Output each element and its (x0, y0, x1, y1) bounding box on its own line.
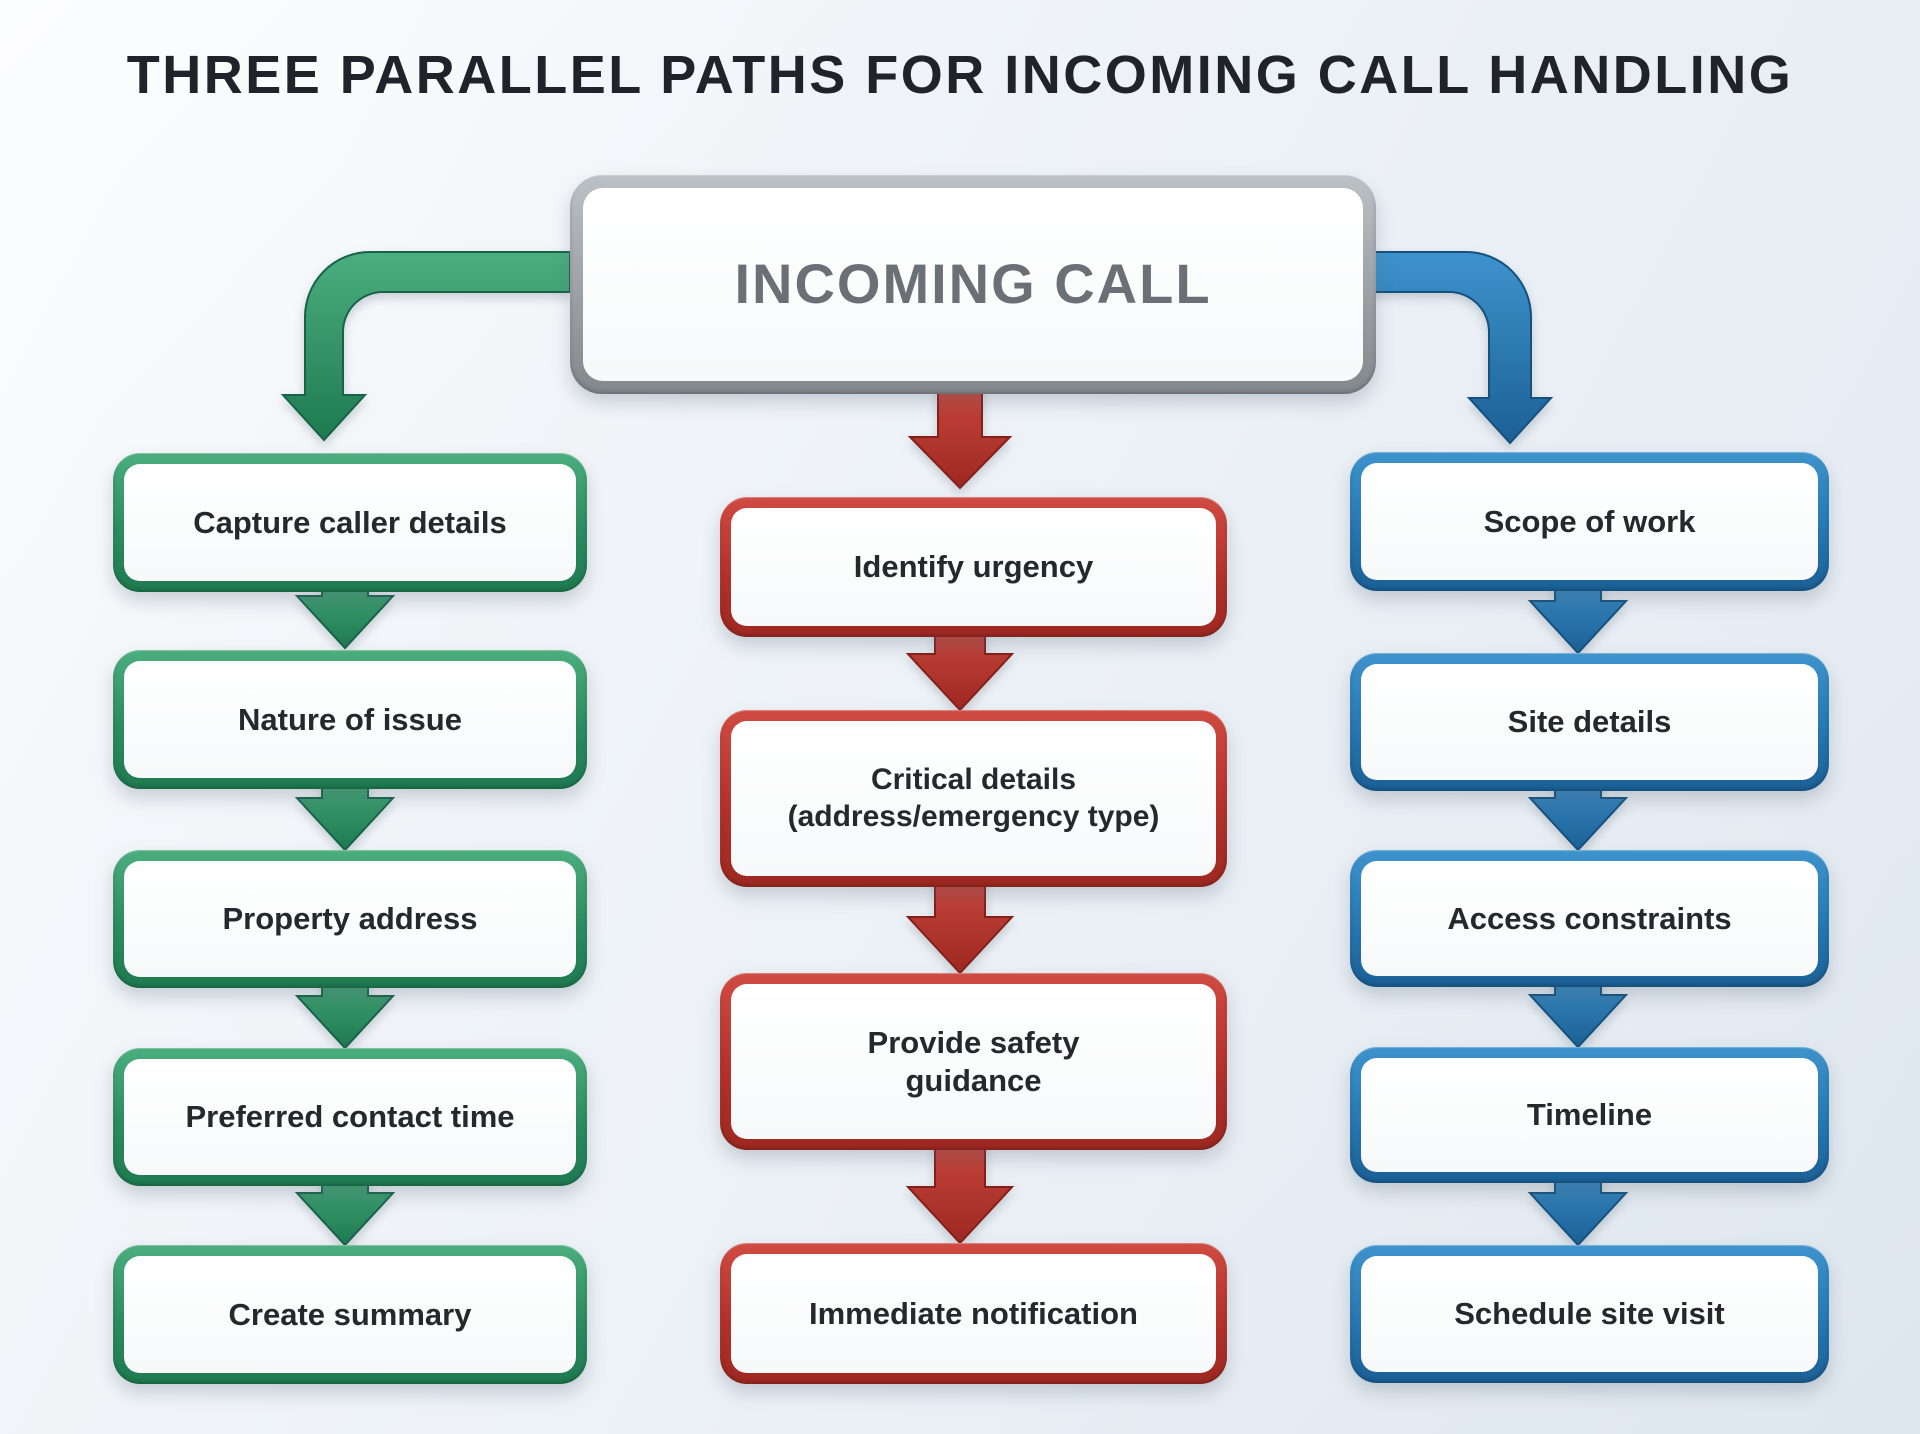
step-label: Schedule site visit (1361, 1256, 1818, 1372)
node-schedule-site-visit: Schedule site visit (1350, 1245, 1829, 1383)
step-label: Access constraints (1361, 861, 1818, 976)
node-preferred-contact-time: Preferred contact time (113, 1048, 587, 1186)
step-label: Nature of issue (124, 661, 576, 778)
node-immediate-notification: Immediate notification (720, 1243, 1227, 1384)
step-label: Timeline (1361, 1058, 1818, 1172)
node-provide-safety-guidance: Provide safety guidance (720, 973, 1227, 1150)
step-label: Critical details (address/emergency type… (731, 721, 1216, 876)
node-timeline: Timeline (1350, 1047, 1829, 1183)
node-nature-of-issue: Nature of issue (113, 650, 587, 789)
node-access-constraints: Access constraints (1350, 850, 1829, 987)
node-scope-of-work: Scope of work (1350, 452, 1829, 591)
root-node: INCOMING CALL (570, 175, 1376, 394)
diagram-title: THREE PARALLEL PATHS FOR INCOMING CALL H… (126, 45, 1794, 105)
step-label: Preferred contact time (124, 1059, 576, 1175)
step-label: Site details (1361, 664, 1818, 780)
root-node-label: INCOMING CALL (583, 188, 1363, 381)
node-capture-caller-details: Capture caller details (113, 453, 587, 592)
blue-branch-connector (1349, 251, 1554, 445)
node-identify-urgency: Identify urgency (720, 497, 1227, 637)
step-label: Provide safety guidance (731, 984, 1216, 1139)
step-label: Scope of work (1361, 463, 1818, 580)
node-create-summary: Create summary (113, 1245, 587, 1384)
step-label: Immediate notification (731, 1254, 1216, 1373)
green-branch-connector (280, 251, 571, 442)
node-site-details: Site details (1350, 653, 1829, 791)
step-label: Identify urgency (731, 508, 1216, 626)
step-label: Capture caller details (124, 464, 576, 581)
node-property-address: Property address (113, 850, 587, 988)
step-label: Property address (124, 861, 576, 977)
node-critical-details: Critical details (address/emergency type… (720, 710, 1227, 887)
step-label: Create summary (124, 1256, 576, 1373)
